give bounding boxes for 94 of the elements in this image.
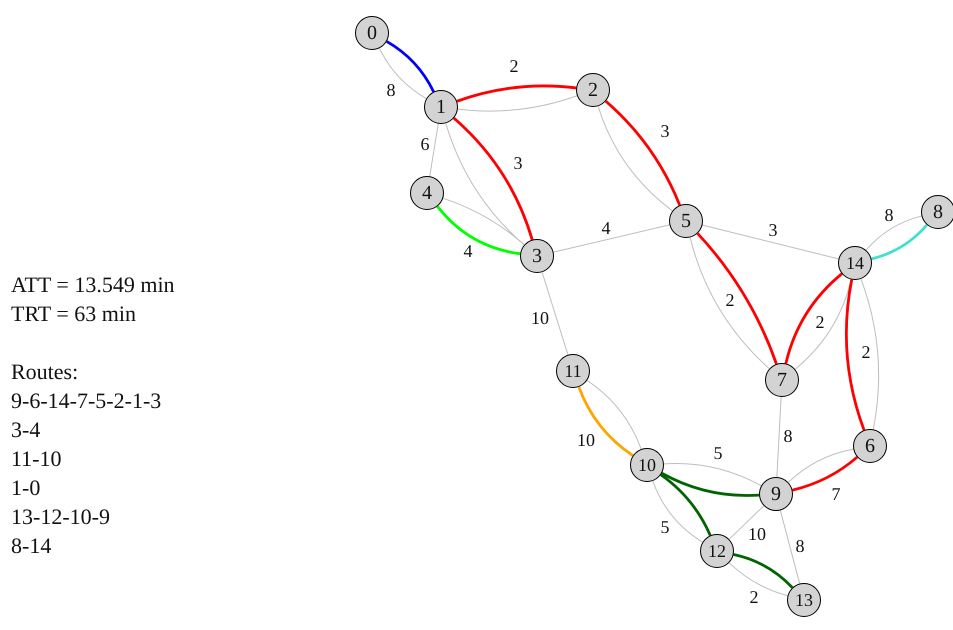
route-line <box>660 474 712 536</box>
station-node <box>700 534 734 568</box>
node-number: 8 <box>933 202 943 222</box>
node-number: 13 <box>795 591 813 609</box>
edge-weight: 8 <box>794 537 806 555</box>
node-number: 0 <box>367 23 377 43</box>
edge-weight: 5 <box>712 444 724 462</box>
route-line <box>604 100 681 206</box>
route-line <box>784 272 843 364</box>
network-link <box>429 123 439 177</box>
route-line <box>661 472 760 497</box>
route-line <box>844 279 866 431</box>
node-number: 9 <box>771 484 781 504</box>
route-text: 11-10 <box>11 445 63 473</box>
network-link <box>788 448 854 483</box>
edge-weight: 3 <box>660 122 670 140</box>
network-link <box>378 48 427 100</box>
network-link <box>776 396 782 478</box>
edge-weight: 6 <box>420 135 430 153</box>
edge-weight: 2 <box>860 343 872 361</box>
station-node <box>787 583 821 617</box>
edge-weight: 10 <box>576 431 596 449</box>
station-node <box>838 246 872 280</box>
edge-weight: 2 <box>814 313 826 331</box>
station-node <box>410 176 444 210</box>
network-link <box>542 272 568 356</box>
station-node <box>556 354 590 388</box>
station-node <box>765 363 799 397</box>
network-link <box>866 216 922 251</box>
node-number: 5 <box>681 211 691 231</box>
route-text: 13-12-10-9 <box>11 503 111 531</box>
station-node <box>630 448 664 482</box>
station-node <box>576 73 610 107</box>
station-node <box>759 477 793 511</box>
network-link <box>442 198 525 246</box>
network-link <box>860 278 880 430</box>
metric-text: ATT = 13.549 min <box>11 271 175 299</box>
metric-text: TRT = 63 min <box>11 300 137 328</box>
route-line <box>436 206 520 256</box>
node-number: 1 <box>436 97 446 117</box>
node-number: 7 <box>777 370 787 390</box>
route-text: 3-4 <box>11 416 42 444</box>
station-node <box>669 204 703 238</box>
node-number: 14 <box>846 254 864 272</box>
edge-weight: 8 <box>782 427 794 445</box>
network-link <box>690 237 770 370</box>
station-node <box>921 195 953 229</box>
edge-weight: 3 <box>768 221 778 239</box>
route-line <box>578 386 634 457</box>
node-number: 12 <box>708 542 726 560</box>
network-link <box>586 380 642 450</box>
edge-weight: 4 <box>462 242 474 260</box>
edge-weight: 2 <box>508 57 520 75</box>
node-number: 2 <box>588 80 598 100</box>
edge-weight: 2 <box>724 291 736 309</box>
network-link <box>598 106 673 212</box>
route-line <box>733 553 794 589</box>
edge-weight: 8 <box>386 81 396 99</box>
routes-heading: Routes: <box>11 358 80 386</box>
station-node <box>424 90 458 124</box>
edge-weight: 10 <box>747 525 767 543</box>
edge-weight: 7 <box>830 485 842 503</box>
route-line <box>386 40 435 92</box>
network-link <box>553 224 670 253</box>
route-line <box>452 117 534 240</box>
route-line <box>456 84 576 103</box>
network-link <box>728 505 764 540</box>
edge-weight: 5 <box>660 518 670 536</box>
edge-weight: 8 <box>884 206 894 224</box>
station-node <box>853 429 887 463</box>
network-link <box>663 463 762 486</box>
network-link <box>780 510 800 584</box>
node-number: 3 <box>532 246 542 266</box>
node-number: 6 <box>865 436 875 456</box>
route-text: 1-0 <box>11 474 42 502</box>
edge-weight: 10 <box>530 309 550 327</box>
network-link <box>702 224 839 260</box>
edge-weight: 3 <box>512 154 524 172</box>
route-line <box>871 224 928 260</box>
route-text: 8-14 <box>11 532 52 560</box>
station-node <box>355 16 389 50</box>
network-link <box>457 95 578 112</box>
node-number: 10 <box>638 456 656 474</box>
edge-weight: 4 <box>600 219 612 237</box>
station-node <box>520 239 554 273</box>
route-text: 9-6-14-7-5-2-1-3 <box>11 387 162 415</box>
network-link <box>652 480 703 543</box>
network-link <box>728 562 788 596</box>
node-number: 11 <box>564 362 582 380</box>
edge-weight: 2 <box>748 588 760 606</box>
route-line <box>792 456 858 492</box>
network-link <box>445 122 525 246</box>
node-number: 4 <box>422 183 432 203</box>
route-line <box>696 232 778 364</box>
